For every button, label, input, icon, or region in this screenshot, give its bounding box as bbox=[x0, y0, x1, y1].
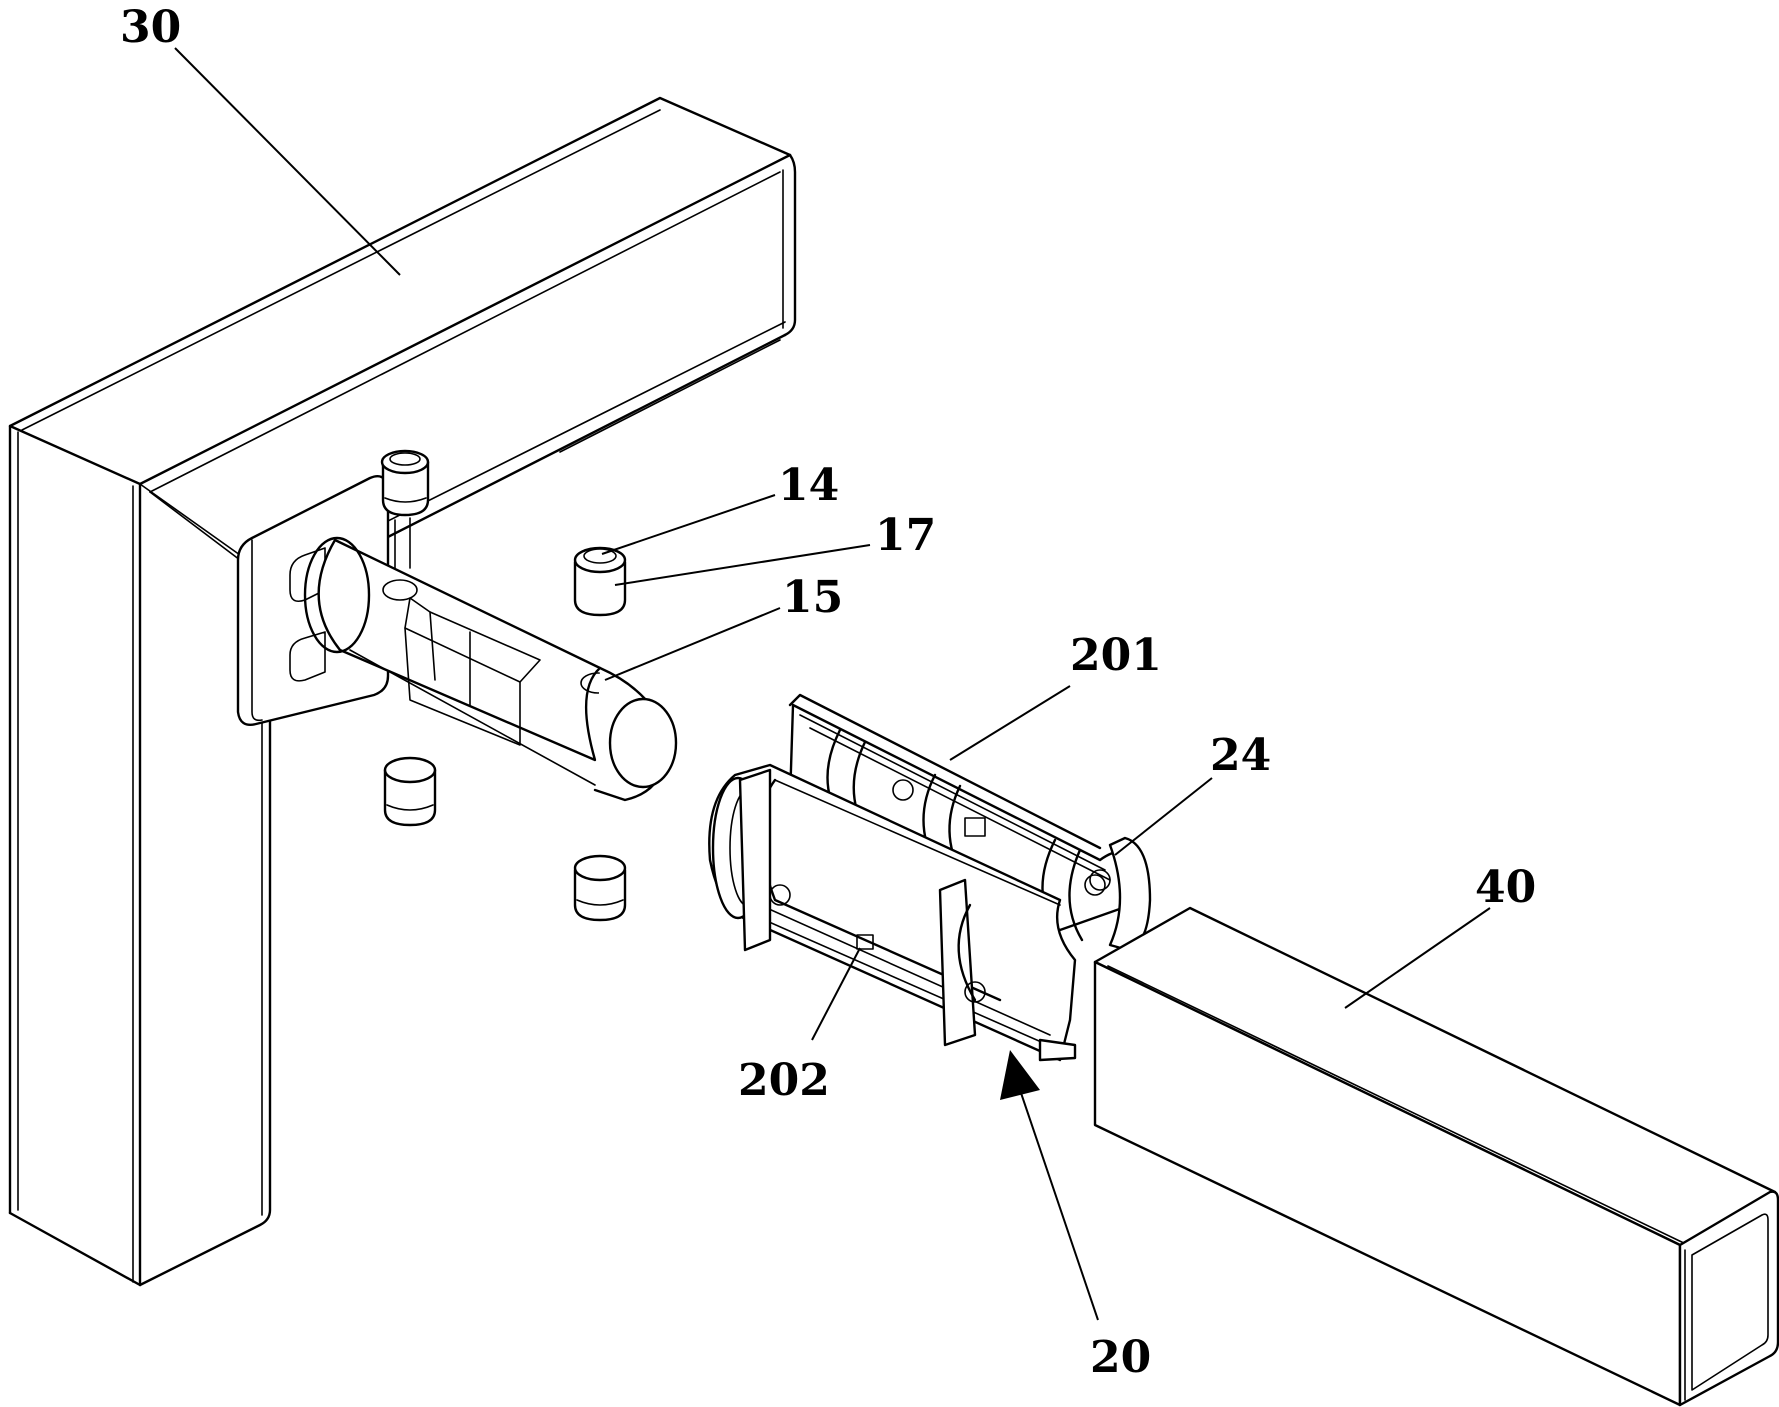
label-14: 14 bbox=[602, 460, 839, 554]
svg-text:24: 24 bbox=[1210, 730, 1271, 781]
locking-pin-top bbox=[382, 451, 428, 515]
label-24: 24 bbox=[1115, 730, 1271, 855]
pin-left bbox=[385, 758, 435, 825]
label-201: 201 bbox=[950, 630, 1162, 760]
label-30: 30 bbox=[120, 2, 400, 275]
label-40: 40 bbox=[1345, 862, 1536, 1008]
svg-text:20: 20 bbox=[1090, 1332, 1151, 1383]
svg-text:30: 30 bbox=[120, 2, 181, 53]
pin-bottom bbox=[575, 856, 625, 920]
label-202: 202 bbox=[738, 948, 860, 1106]
tube-part-40 bbox=[1095, 908, 1778, 1405]
sleeve-assembly-20 bbox=[709, 695, 1150, 1060]
arrow-head-icon bbox=[1000, 1050, 1040, 1100]
label-15: 15 bbox=[605, 572, 843, 680]
frame-part-30 bbox=[10, 98, 795, 1285]
svg-text:201: 201 bbox=[1070, 630, 1162, 681]
svg-text:14: 14 bbox=[778, 460, 839, 511]
svg-text:17: 17 bbox=[875, 510, 936, 561]
pin-part-17 bbox=[575, 548, 625, 615]
label-17: 17 bbox=[615, 510, 936, 585]
svg-text:15: 15 bbox=[782, 572, 843, 623]
svg-text:202: 202 bbox=[738, 1055, 830, 1106]
svg-text:40: 40 bbox=[1475, 862, 1536, 913]
